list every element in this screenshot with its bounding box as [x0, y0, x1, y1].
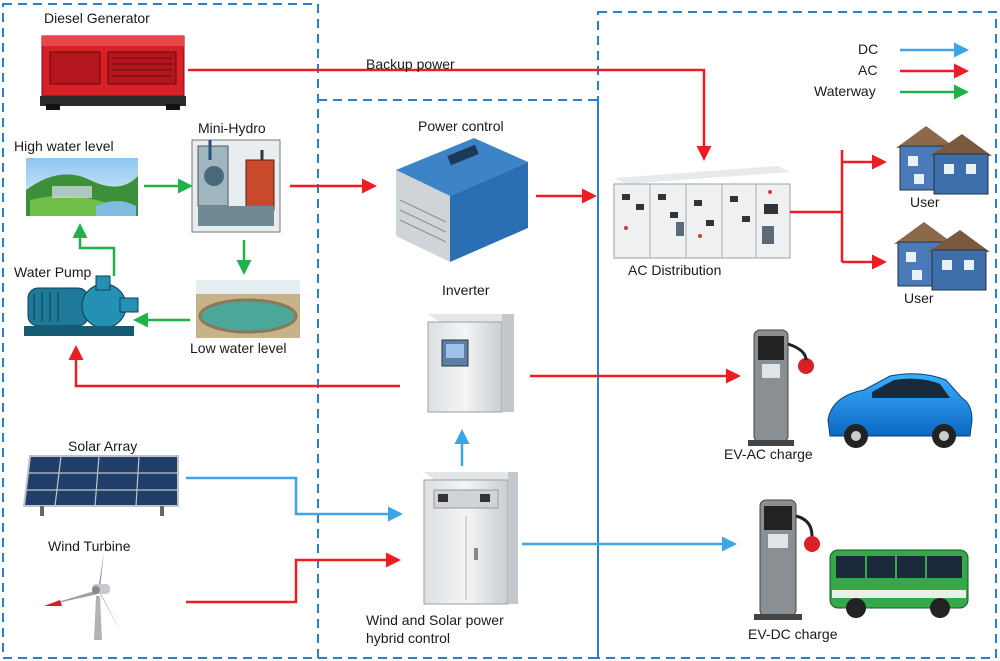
low-water-level-label: Low water level — [190, 340, 287, 356]
hybrid-control-label-line2: hybrid control — [366, 630, 451, 646]
right-region-box — [597, 11, 997, 659]
low-water-level-icon — [196, 280, 300, 338]
ac-distribution-icon — [613, 166, 791, 259]
diesel-generator-label: Diesel Generator — [44, 10, 150, 26]
arrow-wind-to-hybrid — [186, 552, 401, 604]
mini-hydro-label: Mini-Hydro — [198, 120, 266, 136]
backup-power-label: Backup power — [366, 56, 455, 72]
ev-ac-charger-icon — [748, 329, 814, 446]
water-pump-label: Water Pump — [14, 264, 92, 280]
wind-turbine-icon — [44, 552, 122, 640]
electric-car-icon — [827, 373, 973, 448]
ac-arrows — [68, 68, 887, 604]
dc-arrows — [186, 429, 737, 552]
inverter-icon — [427, 314, 514, 413]
ev-ac-charge-label: EV-AC charge — [724, 446, 813, 462]
hybrid-control-cabinet-icon — [423, 472, 518, 605]
waterway-arrows — [72, 178, 252, 328]
power-control-label: Power control — [418, 118, 504, 134]
power-control-icon — [396, 138, 528, 262]
water-pump-icon — [24, 275, 139, 336]
arrow-solar-to-hybrid — [186, 476, 403, 522]
electric-bus-icon — [829, 549, 969, 618]
arrow-ac-distribution-to-users — [790, 150, 844, 262]
ev-dc-charge-label: EV-DC charge — [748, 626, 838, 642]
high-water-level-label: High water level — [14, 138, 114, 154]
house-icon-bottom — [894, 222, 990, 291]
high-water-level-icon — [26, 158, 138, 216]
legend-ac-label: AC — [858, 62, 878, 78]
hybrid-control-label-line1: Wind and Solar power — [366, 612, 504, 628]
solar-array-label: Solar Array — [68, 438, 138, 454]
mini-hydro-icon — [191, 139, 281, 233]
inverter-label: Inverter — [442, 282, 490, 298]
wind-turbine-label: Wind Turbine — [48, 538, 131, 554]
legend-dc-label: DC — [858, 41, 879, 57]
diesel-generator-icon — [40, 35, 186, 110]
house-icon-top — [896, 126, 992, 195]
legend-waterway-label: Waterway — [814, 83, 876, 99]
legend — [900, 42, 969, 100]
ac-distribution-label: AC Distribution — [628, 262, 722, 278]
ev-dc-charger-icon — [754, 499, 820, 620]
user-label-top: User — [910, 194, 940, 210]
arrow-diesel-to-ac-distribution — [188, 68, 712, 161]
arrow-inverter-to-water-pump — [68, 345, 400, 388]
solar-array-icon — [22, 455, 179, 516]
user-label-bottom: User — [904, 290, 934, 306]
arrow-pump-to-high-water — [72, 223, 116, 276]
